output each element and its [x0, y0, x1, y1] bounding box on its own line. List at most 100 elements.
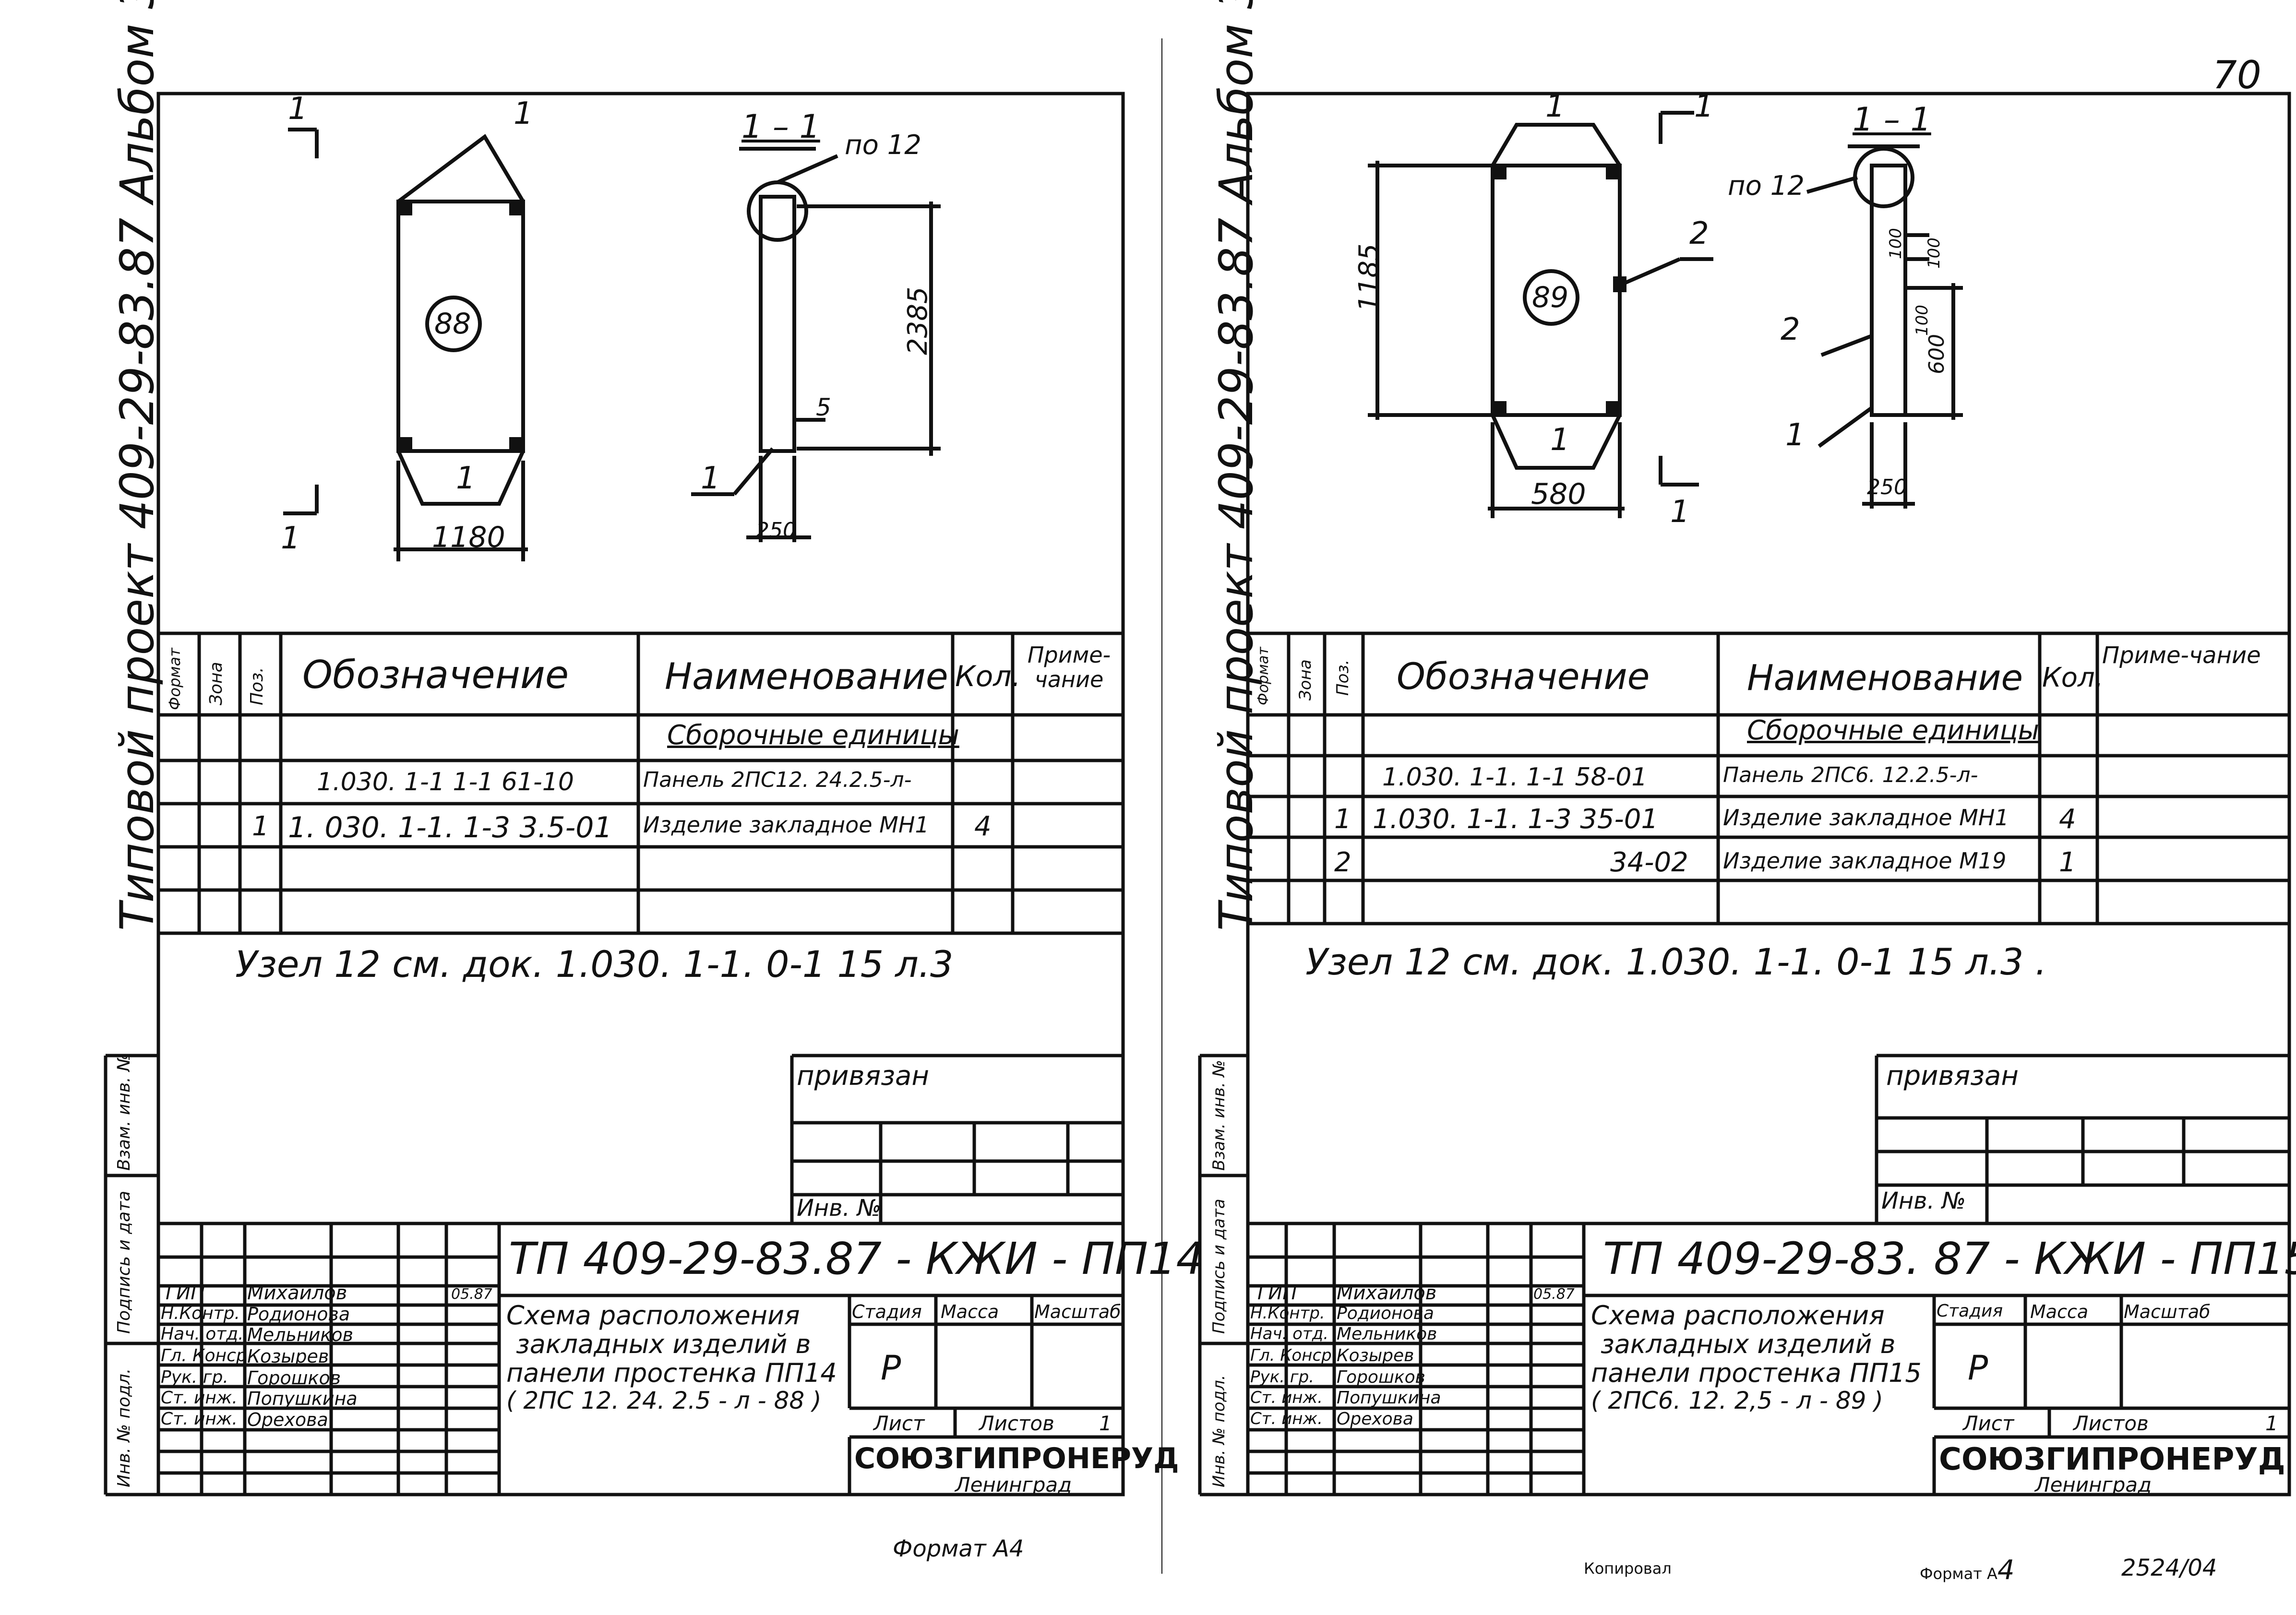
tb-name-3: Мельников [247, 1324, 353, 1345]
section-cut-label: 1 – 1 [741, 108, 820, 146]
sheet-left-linework [104, 92, 1125, 1496]
section-cut-label-right: 1 – 1 [1853, 101, 1931, 139]
side-stamp-inv-podl-right: Инв. № подл. [1209, 1375, 1229, 1487]
tb-role-2-right: Н.Контр. [1250, 1304, 1325, 1323]
copied-by-label: Копировал [1584, 1559, 1672, 1578]
spec-header-zone: Зона [206, 662, 226, 705]
tb-role-3-right: Нач. отд. [1250, 1324, 1329, 1343]
section-mark-top: 1 [288, 91, 308, 127]
section-1-1-view [691, 147, 941, 542]
spec-section-title: Сборочные единицы [667, 720, 959, 751]
tb-role-5: Рук. гр. [161, 1367, 228, 1387]
dim-100c-right: 100 [1913, 305, 1932, 336]
panel-89-front-view [1368, 111, 1713, 518]
spec-header-designation-right: Обозначение [1397, 655, 1650, 698]
panel-number-right: 89 [1532, 281, 1569, 314]
spec-row-1-name: Панель 2ПС12. 24.2.5-л- [643, 768, 912, 792]
tb-organization: СОЮЗГИПРОНЕРУД [854, 1442, 1179, 1475]
spec-row-2-name-right: Изделие закладное МН1 [1723, 805, 2009, 831]
tb-role-2: Н.Контр. [161, 1304, 240, 1323]
format-label-right-text: Формат А [1920, 1565, 1997, 1583]
spec-header-note: Приме-чание [1027, 643, 1111, 692]
dim-width-right: 580 [1531, 477, 1586, 511]
tb-sheet-label: Лист [873, 1412, 925, 1435]
dim-height-right: 1185 [1353, 243, 1385, 312]
tb-role-1-right: ГИП [1257, 1282, 1297, 1304]
privyazan-label-right: привязан [1886, 1060, 2019, 1092]
dim-100a-right: 100 [1886, 228, 1905, 259]
tb-city-right: Ленинград [2035, 1473, 2152, 1496]
tb-scale-label-right: Масштаб [2124, 1301, 2211, 1322]
tb-role-4-right: Гл. Конср. [1250, 1346, 1337, 1365]
leader-2-section-right: 2 [1781, 312, 1800, 347]
tb-title-line-2: закладных изделий в [516, 1329, 811, 1359]
tb-title-line-1: Схема расположения [506, 1300, 800, 1330]
dim-small: 5 [816, 393, 831, 421]
tb-name-1: Михайлов [247, 1282, 347, 1304]
tb-role-6-right: Ст. инж. [1250, 1388, 1323, 1407]
tb-name-2-right: Родионова [1337, 1304, 1434, 1323]
inv-no-label: Инв. № [797, 1195, 882, 1222]
spec-row-3-qty-right: 1 [2059, 847, 2076, 878]
leader-1-section: 1 [701, 461, 720, 496]
tb-stage-label: Стадия [852, 1301, 922, 1322]
tb-sheets-label: Листов [979, 1412, 1054, 1435]
tb-name-6: Попушкина [247, 1388, 358, 1409]
spec-row-1-designation: 1.030. 1-1 1-1 61-10 [317, 768, 574, 796]
tb-title-line-3-right: панели простенка ПП15 [1591, 1358, 1922, 1388]
ref-node-right: по 12 [1728, 170, 1805, 202]
spec-header-qty: Кол. [955, 660, 1021, 693]
spec-header-zone-right: Зона [1296, 659, 1315, 701]
tb-role-3: Нач. отд. [161, 1324, 244, 1344]
node-reference-note-right: Узел 12 см. док. 1.030. 1-1. 0-1 15 л.3 … [1305, 940, 2047, 983]
spec-row-2-pos-right: 1 [1334, 804, 1351, 835]
dim-thickness: 250 [756, 518, 796, 543]
tb-title-line-4-right: ( 2ПС6. 12. 2,5 - л - 89 ) [1591, 1387, 1883, 1414]
tb-role-7-right: Ст. инж. [1250, 1409, 1323, 1428]
tb-name-4: Козырев [247, 1346, 329, 1367]
spec-header-note-right: Приме-чание [2102, 643, 2261, 668]
tb-name-2: Родионова [247, 1304, 350, 1325]
leader-1-top-right: 1 [1545, 89, 1565, 124]
tb-sheet-label-right: Лист [1963, 1412, 2014, 1435]
tb-mass-label: Масса [941, 1301, 999, 1322]
tb-name-7-right: Орехова [1337, 1409, 1413, 1429]
tb-role-4: Гл. Конср. [161, 1346, 253, 1366]
leader-1-bottom: 1 [456, 461, 476, 496]
tb-role-5-right: Рук. гр. [1250, 1367, 1315, 1387]
tb-title-line-2-right: закладных изделий в [1601, 1329, 1896, 1359]
tb-name-6-right: Попушкина [1337, 1388, 1441, 1408]
tb-sheets-label-right: Листов [2073, 1412, 2149, 1435]
side-stamp-vzam-inv-right: Взам. инв. № [1209, 1060, 1229, 1171]
tb-sheets-value: 1 [1099, 1412, 1112, 1435]
spec-row-2-pos: 1 [252, 811, 269, 842]
side-title-right: Типовой проект 409-29-83.87 Альбом 3 [1209, 0, 1263, 931]
tb-stage-value-right: Р [1968, 1348, 1988, 1388]
tb-name-1-right: Михайлов [1337, 1282, 1437, 1304]
tb-date: 05.87 [451, 1286, 492, 1303]
side-stamp-inv-podl: Инв. № подл. [114, 1368, 134, 1487]
format-label-left: Формат А4 [893, 1535, 1024, 1562]
tb-city: Ленинград [955, 1473, 1072, 1496]
section-1-1-view-right [1806, 144, 1963, 509]
tb-sheets-value-right: 1 [2265, 1412, 2278, 1435]
drawing-sheet-right: Типовой проект 409-29-83.87 Альбом 3 Инв… [1161, 0, 2296, 1615]
panel-88-front-view [283, 128, 528, 561]
tb-organization-right: СОЮЗГИПРОНЕРУД [1939, 1442, 2285, 1477]
spec-header-format: Формат [166, 648, 184, 710]
spec-row-3-name-right: Изделие закладное М19 [1723, 848, 2007, 874]
format-label-right: Формат А4 [1920, 1555, 2015, 1586]
tb-title-line-1-right: Схема расположения [1591, 1300, 1885, 1330]
tb-name-5: Горошков [247, 1367, 341, 1389]
spec-row-2-qty-right: 4 [2059, 804, 2076, 835]
spec-header-name-right: Наименование [1747, 657, 2023, 699]
dim-100b-right: 100 [1925, 238, 1944, 269]
panel-number: 88 [434, 307, 471, 341]
side-stamp-signature-date-right: Подпись и дата [1209, 1199, 1229, 1334]
dim-width: 1180 [432, 521, 505, 554]
document-code: ТП 409-29-83.87 - КЖИ - ПП14 [509, 1233, 1205, 1284]
dim-600-right: 600 [1925, 334, 1949, 374]
spec-row-3-pos-right: 2 [1334, 847, 1351, 878]
tb-stage-label-right: Стадия [1937, 1301, 2003, 1321]
section-mark-bottom: 1 [281, 521, 300, 556]
